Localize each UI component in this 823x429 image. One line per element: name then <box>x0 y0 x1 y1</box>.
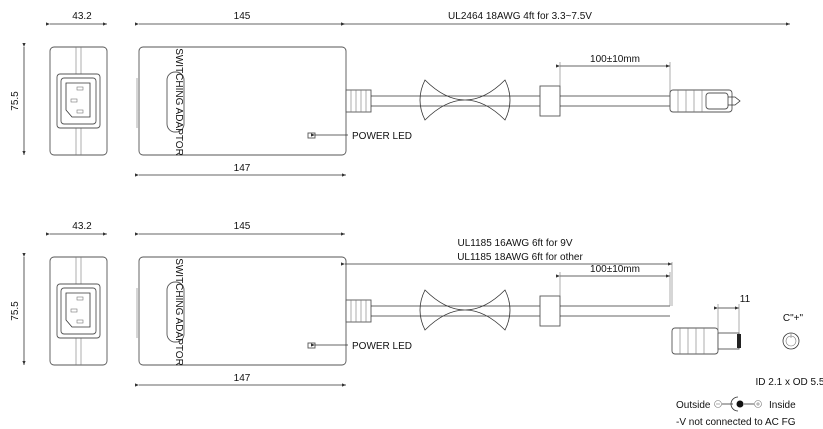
inside-label: Inside <box>769 400 796 411</box>
cable-spec-other: UL1185 18AWG 6ft for other <box>457 252 583 263</box>
length-bottom-label: 147 <box>234 373 251 384</box>
dc-barrel-plug <box>671 304 741 355</box>
brand-label: SWITCHING ADAPTOR <box>173 48 184 156</box>
length-top-label: 145 <box>234 221 251 232</box>
cable-spec: UL2464 18AWG 4ft for 3.3~7.5V <box>448 11 592 22</box>
ferrite-distance: 100±10mm <box>590 54 640 65</box>
power-led-label: POWER LED <box>352 131 412 142</box>
cable-spec-9v: UL1185 16AWG 6ft for 9V <box>457 238 572 249</box>
height-label: 75.5 <box>10 301 21 321</box>
length-bottom-label: 147 <box>234 163 251 174</box>
side-width-label: 43.2 <box>72 221 92 232</box>
polarity-symbol <box>714 396 762 412</box>
ferrite-distance: 100±10mm <box>590 264 640 275</box>
fg-note: -V not connected to AC FG <box>676 417 796 428</box>
height-label: 75.5 <box>10 91 21 111</box>
plug-length: 11 <box>740 294 751 305</box>
bottom-drawing: 43.2 75.5 145 147 UL1185 16AWG 6ft for 9… <box>10 221 823 428</box>
outside-label: Outside <box>676 400 711 411</box>
dc-connector-4pin <box>669 89 741 113</box>
plug-dimensions: ID 2.1 x OD 5.5 <box>756 377 823 388</box>
brand-label: SWITCHING ADAPTOR <box>173 258 184 366</box>
plug-end-view <box>782 332 800 350</box>
top-drawing: 43.2 75.5 145 147 UL2464 18AWG 4ft for 3… <box>10 11 790 175</box>
side-width-label: 43.2 <box>72 11 92 22</box>
polarity-center-label: C"+" <box>783 313 804 324</box>
power-led-label: POWER LED <box>352 341 412 352</box>
length-top-label: 145 <box>234 11 251 22</box>
